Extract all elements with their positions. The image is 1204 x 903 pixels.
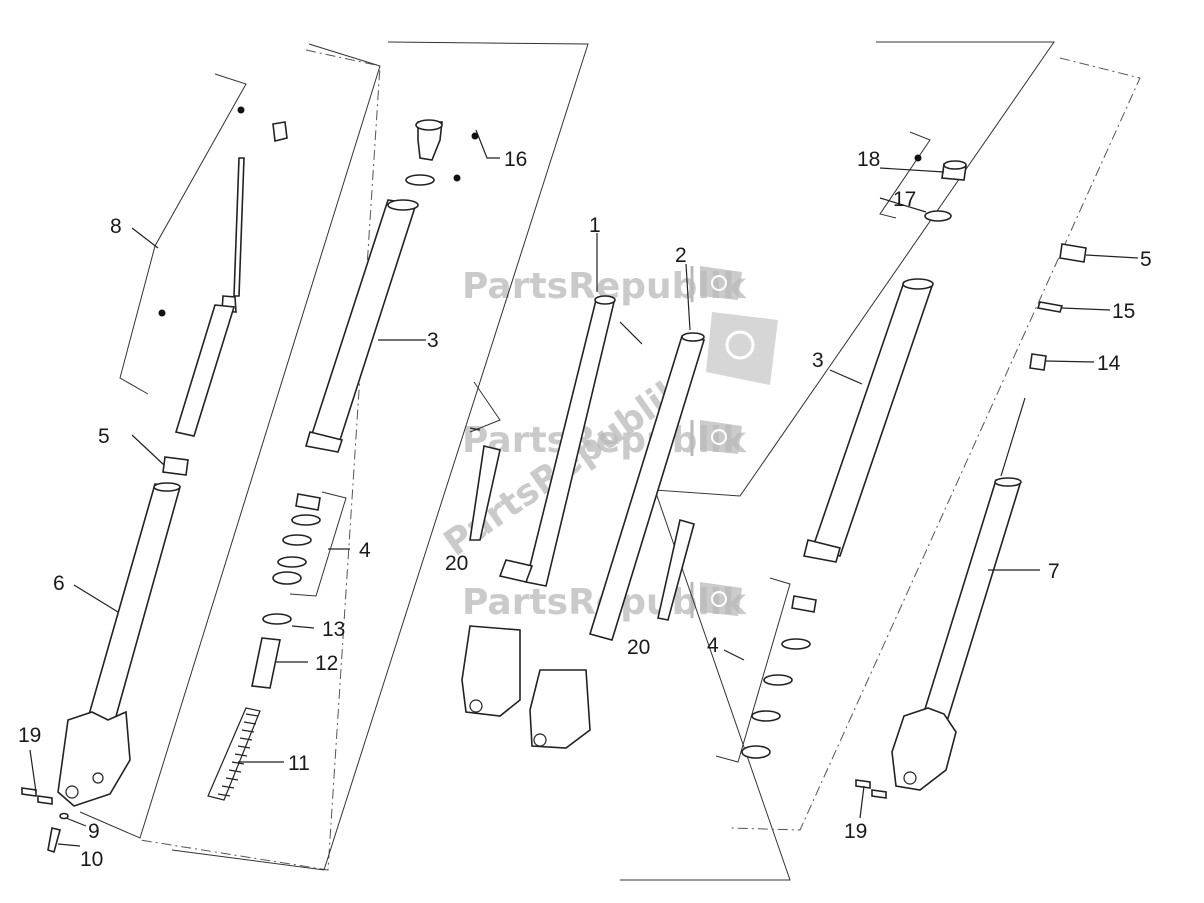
frame-left-assembly [79, 43, 381, 839]
seal-stack-right [741, 595, 817, 759]
inner-tube-right [803, 278, 934, 563]
callout-8: 8 [110, 215, 122, 238]
callout-18: 18 [857, 148, 880, 171]
nut-14 [1029, 353, 1047, 371]
bolts-left [21, 787, 69, 854]
callout-15: 15 [1112, 300, 1135, 323]
callout-2: 2 [675, 244, 687, 267]
bolts-right [855, 779, 887, 799]
callout-20-right: 20 [627, 636, 650, 659]
leader-lines [29, 129, 1139, 847]
top-cap-18 [914, 154, 967, 222]
callout-11: 11 [288, 752, 310, 775]
callout-3-left: 3 [427, 329, 439, 352]
top-cap-16 [405, 119, 479, 186]
frame-center [171, 41, 589, 871]
callout-19-left: 19 [18, 724, 41, 747]
callout-10: 10 [80, 848, 103, 871]
spacer-tube-12 [251, 637, 281, 689]
protector-20-b [657, 518, 695, 621]
callout-7: 7 [1048, 560, 1060, 583]
plate-15 [1036, 301, 1064, 313]
spacer-5-right [1059, 243, 1087, 263]
spring-11 [207, 707, 261, 801]
outer-tube-left [57, 482, 182, 807]
callout-4-left: 4 [359, 539, 371, 562]
callout-16: 16 [504, 148, 527, 171]
assembled-fork-1 [461, 295, 616, 717]
gear-flag-icon [700, 582, 742, 616]
gear-large-icon [706, 312, 778, 385]
callout-3-right: 3 [812, 349, 824, 372]
callout-4-right: 4 [707, 634, 719, 657]
spacer-5-left [162, 456, 189, 476]
callout-9: 9 [88, 820, 100, 843]
callout-labels: 1 2 3 3 4 4 5 5 6 7 8 9 10 11 12 13 14 1… [18, 148, 1152, 871]
frame-center-right [620, 41, 1055, 881]
protector-20-a [469, 445, 501, 541]
frame-part-18 [879, 131, 931, 219]
callout-12: 12 [315, 652, 338, 675]
callout-6: 6 [53, 572, 65, 595]
gear-flag-icon [700, 420, 742, 454]
callout-17: 17 [893, 188, 916, 211]
centerline-right-dash [729, 57, 1141, 831]
frame-part-4-right [715, 577, 791, 763]
damper-cartridge [158, 106, 288, 437]
assembled-fork-2 [529, 332, 706, 749]
washer-13 [262, 613, 292, 625]
watermark-text: PartsRepublik [462, 420, 747, 461]
frame-part-1 [469, 381, 501, 433]
frame-part-4-left [289, 491, 347, 597]
callout-5-left: 5 [98, 425, 110, 448]
callout-13: 13 [322, 618, 345, 641]
callout-19-right: 19 [844, 820, 867, 843]
outer-tube-right [891, 397, 1026, 791]
callout-1: 1 [589, 214, 601, 237]
callout-14: 14 [1097, 352, 1121, 375]
callout-20-left: 20 [445, 552, 468, 575]
seal-stack-left [272, 493, 321, 585]
gear-flag-icon [700, 266, 742, 300]
watermark-middle: PartsRepublik [462, 420, 747, 461]
inner-tube-left [304, 199, 419, 453]
callout-5-right: 5 [1140, 248, 1152, 271]
